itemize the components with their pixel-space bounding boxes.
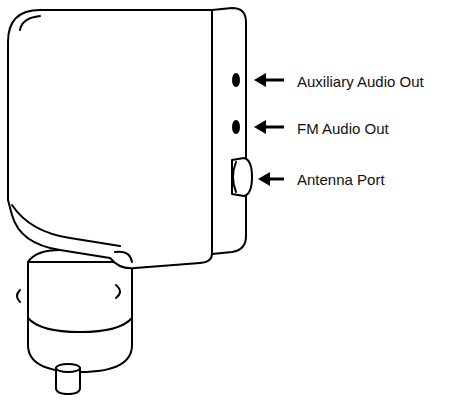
port-label: Auxiliary Audio Out <box>297 73 424 91</box>
port-label: Antenna Port <box>297 171 385 189</box>
housing <box>8 10 212 268</box>
aux-jack <box>233 74 239 86</box>
arrow-head <box>254 73 266 87</box>
plug-body <box>28 262 132 372</box>
arrow-head <box>258 172 270 186</box>
arrow-head <box>254 120 266 134</box>
side-face <box>212 8 246 254</box>
fm-jack <box>233 121 239 133</box>
port-label: FM Audio Out <box>297 120 389 138</box>
antenna-port <box>232 158 252 196</box>
